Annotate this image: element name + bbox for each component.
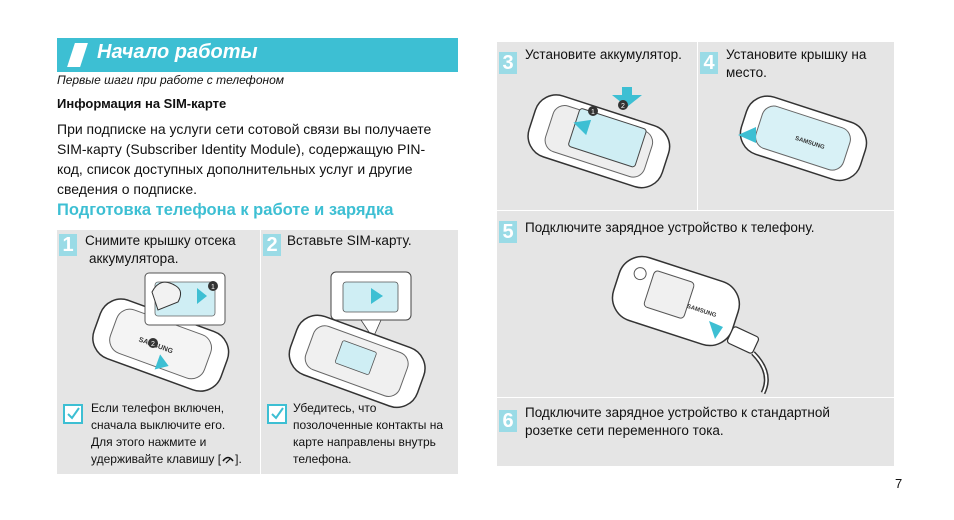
marker-1: 1 [591, 109, 595, 116]
install-battery-illustration: 1 2 [527, 87, 671, 189]
page-subtitle: Первые шаги при работе с телефоном [57, 73, 285, 87]
step-1-line: Снимите крышку отсека [85, 233, 236, 248]
step-2-panel: 2 Вставьте SIM-карту. Убедитесь, что поз… [261, 230, 458, 474]
sim-info-line: код, список доступных дополнительных усл… [57, 161, 413, 177]
page-number: 7 [895, 476, 903, 491]
banner-slash-decoration [67, 43, 88, 67]
step-4-text: Установите крышку на место. [726, 46, 866, 82]
sim-info-line: При подписке на услуги сети сотовой связ… [57, 121, 432, 137]
note-2-line: Убедитесь, что [293, 401, 377, 415]
step-4-line: Установите крышку на [726, 47, 867, 62]
sim-info-heading: Информация на SIM-карте [57, 96, 227, 111]
step-number-4: 4 [700, 52, 718, 74]
step-6-text: Подключите зарядное устройство к стандар… [525, 404, 830, 440]
step-1-text: Снимите крышку отсека аккумулятора. [85, 232, 236, 268]
step-number-6: 6 [499, 410, 517, 432]
step-4-line: место. [726, 65, 767, 80]
marker-1: 1 [211, 284, 215, 291]
insert-sim-illustration [288, 271, 426, 409]
page-title: Начало работы [97, 41, 258, 63]
step-number-5: 5 [499, 221, 517, 243]
note-2-line: телефона. [293, 452, 352, 466]
step-3-line: Установите аккумулятор. [525, 47, 682, 62]
step-5-text: Подключите зарядное устройство к телефон… [525, 219, 815, 237]
note-2-line: позолоченные контакты на [293, 418, 444, 432]
sim-info-text: При подписке на услуги сети сотовой связ… [57, 119, 457, 199]
step-4-panel: 4 Установите крышку на место. SAMSUNG [698, 42, 894, 210]
step-5-line: Подключите зарядное устройство к телефон… [525, 220, 815, 235]
step-1-line: аккумулятора. [89, 251, 179, 266]
end-call-key-icon [221, 452, 235, 464]
check-icon [267, 404, 287, 424]
section-title: Подготовка телефона к работе и зарядка [57, 201, 394, 219]
step-number-1: 1 [59, 234, 77, 256]
sim-info-line: сведения о подписке. [57, 181, 197, 197]
sim-info-line: SIM-карту (Subscriber Identity Module), … [57, 141, 426, 157]
step-2-text: Вставьте SIM-карту. [287, 232, 412, 250]
note-1-line: Если телефон включен, [91, 401, 225, 415]
check-icon [63, 404, 83, 424]
step-6-panel: 6 Подключите зарядное устройство к станд… [497, 398, 894, 466]
step-number-2: 2 [263, 234, 281, 256]
title-banner: Начало работы [57, 38, 458, 72]
step-6-line: Подключите зарядное устройство к стандар… [525, 405, 830, 420]
marker-2: 2 [151, 341, 155, 348]
note-1-prefix: удерживайте клавишу [ [91, 452, 222, 466]
note-2-text: Убедитесь, что позолоченные контакты на … [293, 400, 443, 468]
replace-cover-illustration: SAMSUNG [738, 95, 868, 182]
step-1-panel: 1 Снимите крышку отсека аккумулятора. SA… [57, 230, 260, 474]
note-1-line-last: удерживайте клавишу []. [91, 451, 242, 468]
step-3-panel: 3 Установите аккумулятор. 1 2 [497, 42, 697, 210]
note-2-line: карте направлены внутрь [293, 435, 436, 449]
step-5-panel: 5 Подключите зарядное устройство к телеф… [497, 211, 894, 397]
step-number-3: 3 [499, 52, 517, 74]
note-1-line: сначала выключите его. [91, 418, 226, 432]
note-1-text: Если телефон включен, сначала выключите … [91, 400, 242, 468]
step-3-text: Установите аккумулятор. [525, 46, 682, 64]
note-1-suffix: ]. [235, 452, 242, 466]
step-6-line: розетке сети переменного тока. [525, 423, 724, 438]
step-2-line: Вставьте SIM-карту. [287, 233, 412, 248]
marker-2: 2 [621, 103, 625, 110]
remove-cover-illustration: SAMSUNG 1 2 [92, 272, 230, 392]
note-1-line: Для этого нажмите и [91, 435, 207, 449]
charger-connection-illustration: SAMSUNG [611, 255, 769, 395]
